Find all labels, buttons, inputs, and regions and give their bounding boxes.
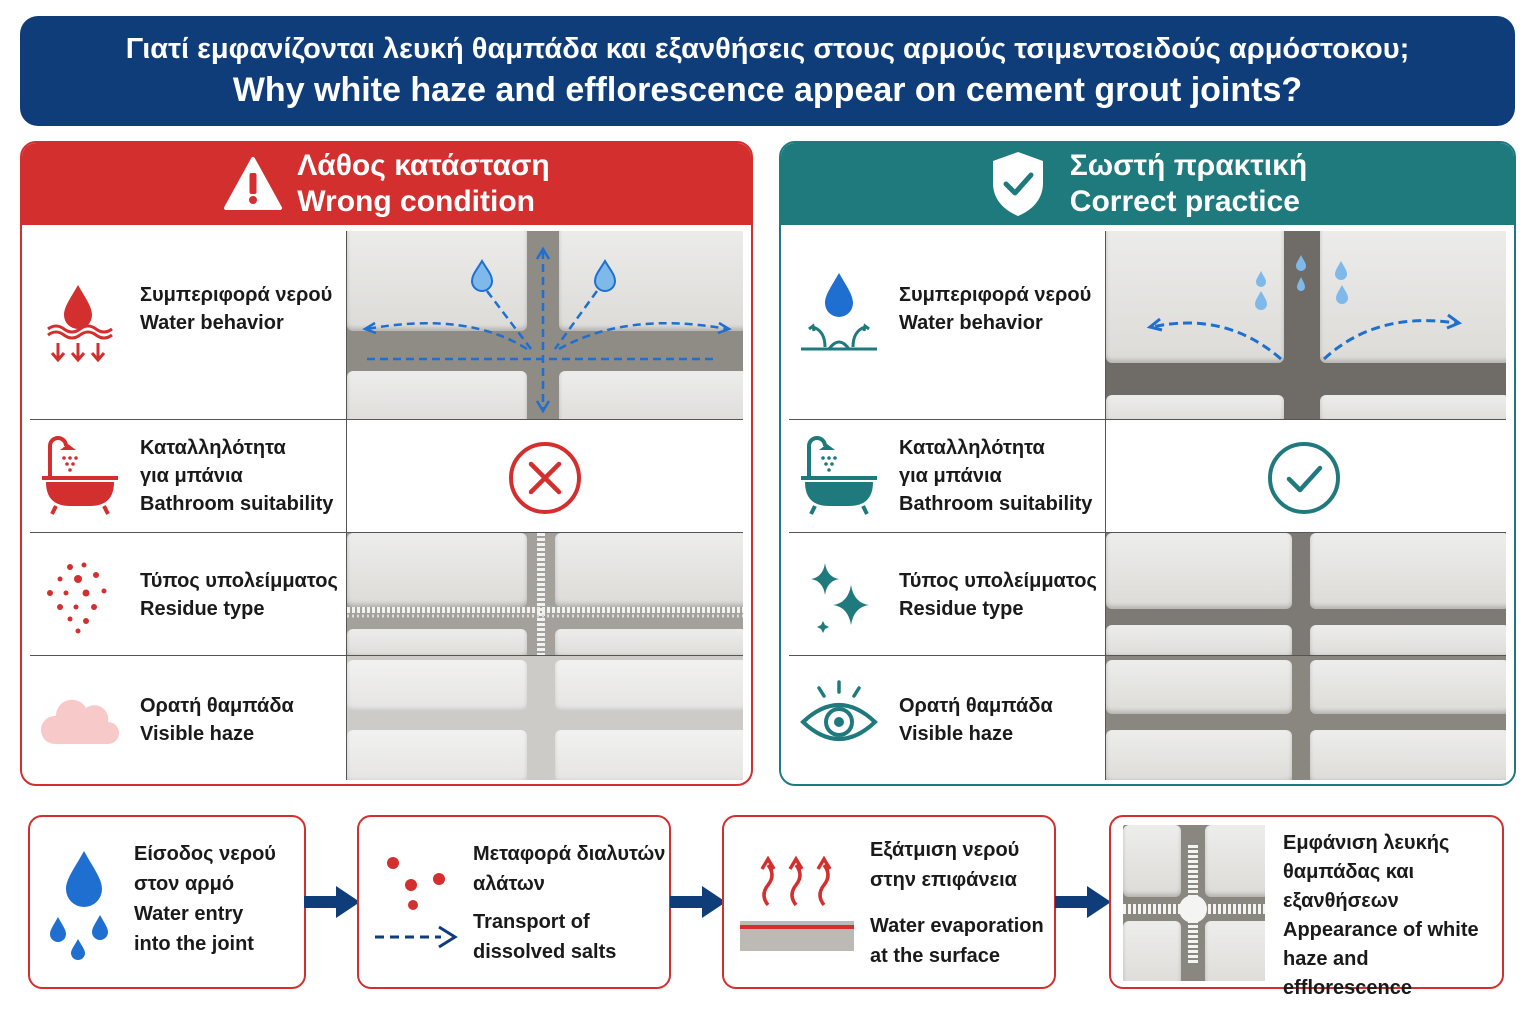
verdict-area: [1105, 420, 1506, 532]
crusty-residue-photo: [346, 533, 743, 655]
sparkle-icon: [811, 563, 869, 633]
water-absorption-illustration: [346, 231, 743, 419]
evaporation-icon: [740, 855, 854, 951]
cross-icon: [509, 442, 581, 514]
row-label-english: Residue type: [140, 598, 265, 620]
step-greek-1: Εξάτμιση νερού: [870, 839, 1020, 861]
shield-check-icon: [992, 152, 1043, 216]
correct-row-residue-type: Τύπος υπολείμματος Residue type: [789, 533, 1506, 655]
bathtub-icon: [42, 436, 118, 515]
wrong-row-water-behavior: Συμπεριφορά νερού Water behavior: [30, 231, 743, 419]
efflorescence-tile-icon: [1123, 825, 1265, 981]
correct-title-english: Correct practice: [1069, 185, 1300, 218]
clean-residue-photo: [1105, 533, 1506, 655]
check-icon: [1268, 442, 1340, 514]
step-greek-2: θαμπάδας και: [1283, 861, 1415, 883]
step-english-2: haze and efflorescence: [1283, 948, 1412, 999]
step-greek-3: εξανθήσεων: [1283, 890, 1399, 912]
step-english-1: Transport of: [473, 911, 590, 933]
step-english-2: into the joint: [134, 933, 254, 955]
row-label-greek: Ορατή θαμπάδα: [899, 695, 1053, 717]
step-greek-2: στην επιφάνεια: [870, 869, 1017, 891]
bathtub-icon: [801, 436, 877, 515]
verdict-area: [346, 420, 743, 532]
flow-arrow-icon: [1055, 886, 1111, 918]
wrong-condition-panel: Λάθος κατάσταση Wrong condition Συμπεριφ…: [20, 141, 753, 786]
water-drop-repelling-icon: [801, 273, 877, 351]
wrong-title-english: Wrong condition: [297, 185, 535, 218]
flow-arrow-icon: [670, 886, 726, 918]
row-label-english: Visible haze: [899, 723, 1014, 745]
water-drops-icon: [50, 851, 108, 960]
wrong-row-residue-type: Τύπος υπολείμματος Residue type: [30, 533, 743, 655]
step-english-1: Water evaporation: [870, 915, 1044, 937]
step-greek-1: Είσοδος νερού: [134, 843, 276, 865]
row-label-greek-2: για μπάνια: [899, 465, 1002, 487]
step-english-1: Water entry: [134, 903, 244, 925]
row-label-english: Water behavior: [899, 312, 1043, 334]
row-label-english: Bathroom suitability: [899, 493, 1093, 515]
step-greek-1: Εμφάνιση λευκής: [1283, 832, 1450, 854]
row-label-english: Bathroom suitability: [140, 493, 334, 515]
row-label-greek: Συμπεριφορά νερού: [140, 284, 333, 306]
step-english-2: dissolved salts: [473, 941, 617, 963]
row-label-greek: Τύπος υπολείμματος: [140, 570, 338, 592]
row-label-greek: Καταλληλότητα: [899, 437, 1045, 459]
row-label-english: Water behavior: [140, 312, 284, 334]
clear-tiles-photo: [1105, 656, 1506, 780]
wrong-title-greek: Λάθος κατάσταση: [297, 149, 550, 182]
water-drop-absorbing-icon: [47, 285, 113, 363]
row-label-greek: Καταλληλότητα: [140, 437, 286, 459]
process-step-water-entry: Είσοδος νερού στον αρμό Water entry into…: [28, 815, 306, 989]
row-label-greek-2: για μπάνια: [140, 465, 243, 487]
step-english-2: at the surface: [870, 945, 1001, 967]
correct-panel-header: Σωστή πρακτική Correct practice: [781, 143, 1514, 225]
row-label-english: Visible haze: [140, 723, 255, 745]
correct-practice-panel: Σωστή πρακτική Correct practice Συμπεριφ…: [779, 141, 1516, 786]
title-english: Why white haze and efflorescence appear …: [232, 71, 1303, 109]
correct-row-water-behavior: Συμπεριφορά νερού Water behavior: [789, 231, 1506, 419]
salt-transport-icon: [375, 857, 458, 949]
hazy-tiles-photo: [346, 656, 743, 780]
step-greek-2: στον αρμό: [134, 873, 235, 895]
flow-arrow-icon: [304, 886, 360, 918]
correct-title-greek: Σωστή πρακτική: [1069, 149, 1308, 182]
row-label-greek: Ορατή θαμπάδα: [140, 695, 294, 717]
water-repelling-illustration: [1105, 231, 1506, 419]
title-banner: Γιατί εμφανίζονται λευκή θαμπάδα και εξα…: [20, 16, 1515, 126]
row-label-english: Residue type: [899, 598, 1024, 620]
process-step-salt-transport: Μεταφορά διαλυτών αλάτων Transport of di…: [357, 815, 671, 989]
correct-row-visible-haze: Ορατή θαμπάδα Visible haze: [789, 656, 1506, 780]
row-label-greek: Τύπος υπολείμματος: [899, 570, 1097, 592]
cloud-icon: [40, 699, 119, 744]
process-step-evaporation: Εξάτμιση νερού στην επιφάνεια Water evap…: [722, 815, 1056, 989]
correct-row-bathroom-suitability: Καταλληλότητα για μπάνια Bathroom suitab…: [789, 420, 1506, 532]
scattered-dots-icon: [47, 562, 107, 634]
row-label-greek: Συμπεριφορά νερού: [899, 284, 1092, 306]
step-greek-2: αλάτων: [473, 873, 545, 895]
step-english-1: Appearance of white: [1283, 919, 1479, 941]
wrong-row-visible-haze: Ορατή θαμπάδα Visible haze: [30, 656, 743, 780]
wrong-panel-header: Λάθος κατάσταση Wrong condition: [22, 143, 751, 225]
process-step-efflorescence: Εμφάνιση λευκής θαμπάδας και εξανθήσεων …: [1109, 815, 1504, 999]
title-greek: Γιατί εμφανίζονται λευκή θαμπάδα και εξα…: [125, 33, 1410, 65]
step-greek-1: Μεταφορά διαλυτών: [473, 843, 666, 865]
eye-icon: [800, 680, 878, 741]
warning-icon: [224, 157, 283, 210]
wrong-row-bathroom-suitability: Καταλληλότητα για μπάνια Bathroom suitab…: [30, 420, 743, 532]
